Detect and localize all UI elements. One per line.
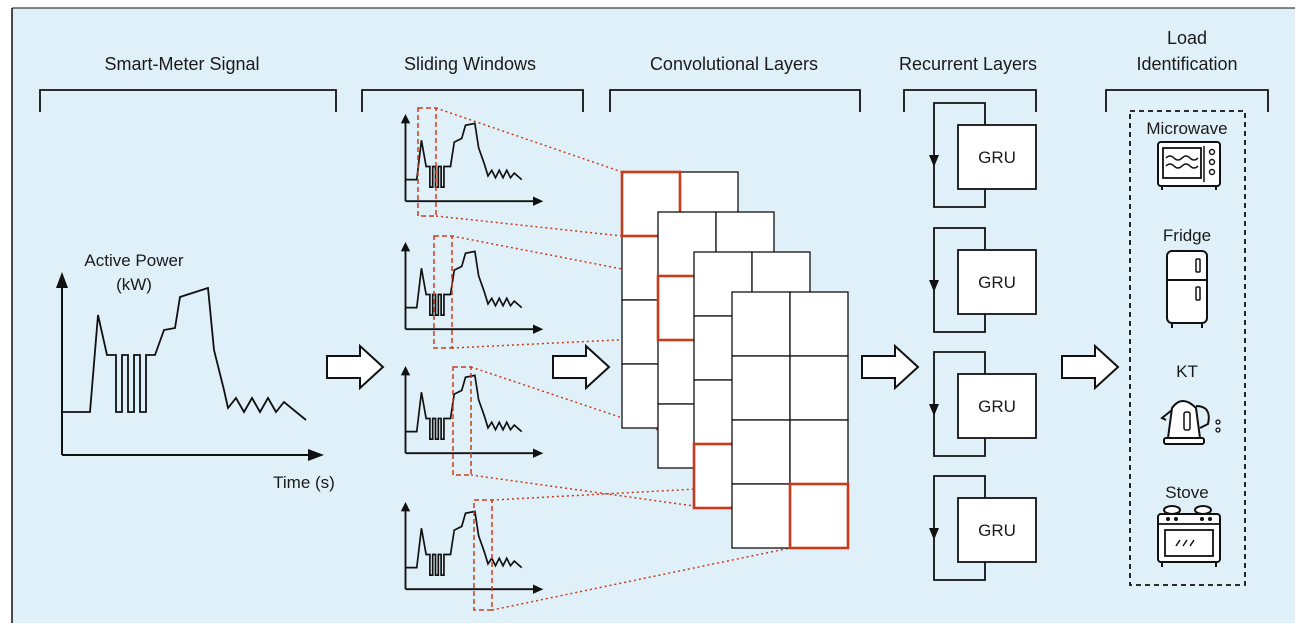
gru-unit-1: GRU <box>929 102 1037 208</box>
x-axis-label: Time (s) <box>273 473 335 492</box>
bracket-load <box>1105 89 1269 112</box>
fridge-icon <box>1166 250 1208 328</box>
conv-layers-stack <box>620 170 850 550</box>
arrow-right-icon <box>552 343 611 391</box>
sliding-window-2 <box>399 235 545 349</box>
bracket-conv <box>609 89 861 112</box>
y-axis-label-line2: (kW) <box>116 275 152 294</box>
flow-arrow-1 <box>326 343 385 391</box>
appliance-group-box <box>1129 110 1246 586</box>
arrow-right-icon <box>326 343 385 391</box>
flow-arrow-2 <box>552 343 611 391</box>
appliance-stove: Stove <box>1157 483 1221 567</box>
kettle-icon <box>1160 400 1221 445</box>
arrow-right-icon <box>861 343 920 391</box>
appliance-label: Fridge <box>1163 226 1211 245</box>
bracket-signal <box>39 89 337 112</box>
gru-label: GRU <box>978 148 1016 167</box>
gru-label: GRU <box>978 397 1016 416</box>
section-title-conv: Convolutional Layers <box>650 54 818 74</box>
stove-icon <box>1157 505 1221 567</box>
y-axis-label-line1: Active Power <box>84 251 184 270</box>
section-title-signal: Smart-Meter Signal <box>104 54 259 74</box>
window-marker <box>417 107 437 217</box>
section-title-windows: Sliding Windows <box>404 54 536 74</box>
sliding-window-4 <box>399 499 545 611</box>
gru-cell-box <box>957 497 1037 563</box>
conv-cell <box>731 419 791 485</box>
x-axis-arrowhead <box>308 449 324 461</box>
conv-cell <box>789 483 849 549</box>
gru-label: GRU <box>978 521 1016 540</box>
conv-cell <box>789 291 849 357</box>
conv-cell <box>789 355 849 421</box>
conv-kernel-highlight <box>620 170 682 238</box>
power-signal-trace <box>62 286 307 421</box>
gru-unit-3: GRU <box>929 351 1037 457</box>
conv-cell <box>789 419 849 485</box>
conv-feature-map-4 <box>731 291 850 550</box>
recurrent-layers: GRU GRU GRU GRU <box>929 102 1037 581</box>
appliance-label: Stove <box>1165 483 1208 502</box>
sliding-window-3 <box>399 365 545 476</box>
window-marker <box>433 235 453 349</box>
gru-cell-box <box>957 124 1037 190</box>
gru-unit-4: GRU <box>929 475 1037 581</box>
bracket-windows <box>361 89 584 112</box>
sliding-window-1 <box>399 107 545 217</box>
bracket-recurrent <box>903 89 1037 112</box>
window-marker <box>452 366 472 476</box>
appliance-label: Microwave <box>1146 119 1227 138</box>
section-title-load-line1: Load <box>1167 28 1207 48</box>
arrow-down-icon <box>929 155 939 167</box>
arrow-right-icon <box>1061 343 1120 391</box>
gru-unit-2: GRU <box>929 227 1037 333</box>
gru-label: GRU <box>978 273 1016 292</box>
appliance-microwave: Microwave <box>1146 119 1228 190</box>
conv-cell <box>731 483 791 549</box>
section-title-recurrent: Recurrent Layers <box>899 54 1037 74</box>
section-title-load-line2: Identification <box>1136 54 1237 74</box>
microwave-icon <box>1157 141 1221 190</box>
arrow-down-icon <box>929 404 939 416</box>
window-marker <box>473 499 493 611</box>
appliance-label: KT <box>1176 362 1198 381</box>
appliance-kettle: KT <box>1160 362 1221 445</box>
flow-arrow-4 <box>1061 343 1120 391</box>
smart-meter-plot: Active Power (kW) Time (s) <box>56 251 335 492</box>
arrow-down-icon <box>929 280 939 292</box>
gru-cell-box <box>957 249 1037 315</box>
flow-arrow-3 <box>861 343 920 391</box>
arrow-down-icon <box>929 528 939 540</box>
conv-kernel-highlight <box>788 482 850 550</box>
conv-cell <box>731 355 791 421</box>
y-axis-arrowhead <box>56 272 68 288</box>
gru-cell-box <box>957 373 1037 439</box>
conv-cell <box>731 291 791 357</box>
appliance-fridge: Fridge <box>1163 226 1211 328</box>
